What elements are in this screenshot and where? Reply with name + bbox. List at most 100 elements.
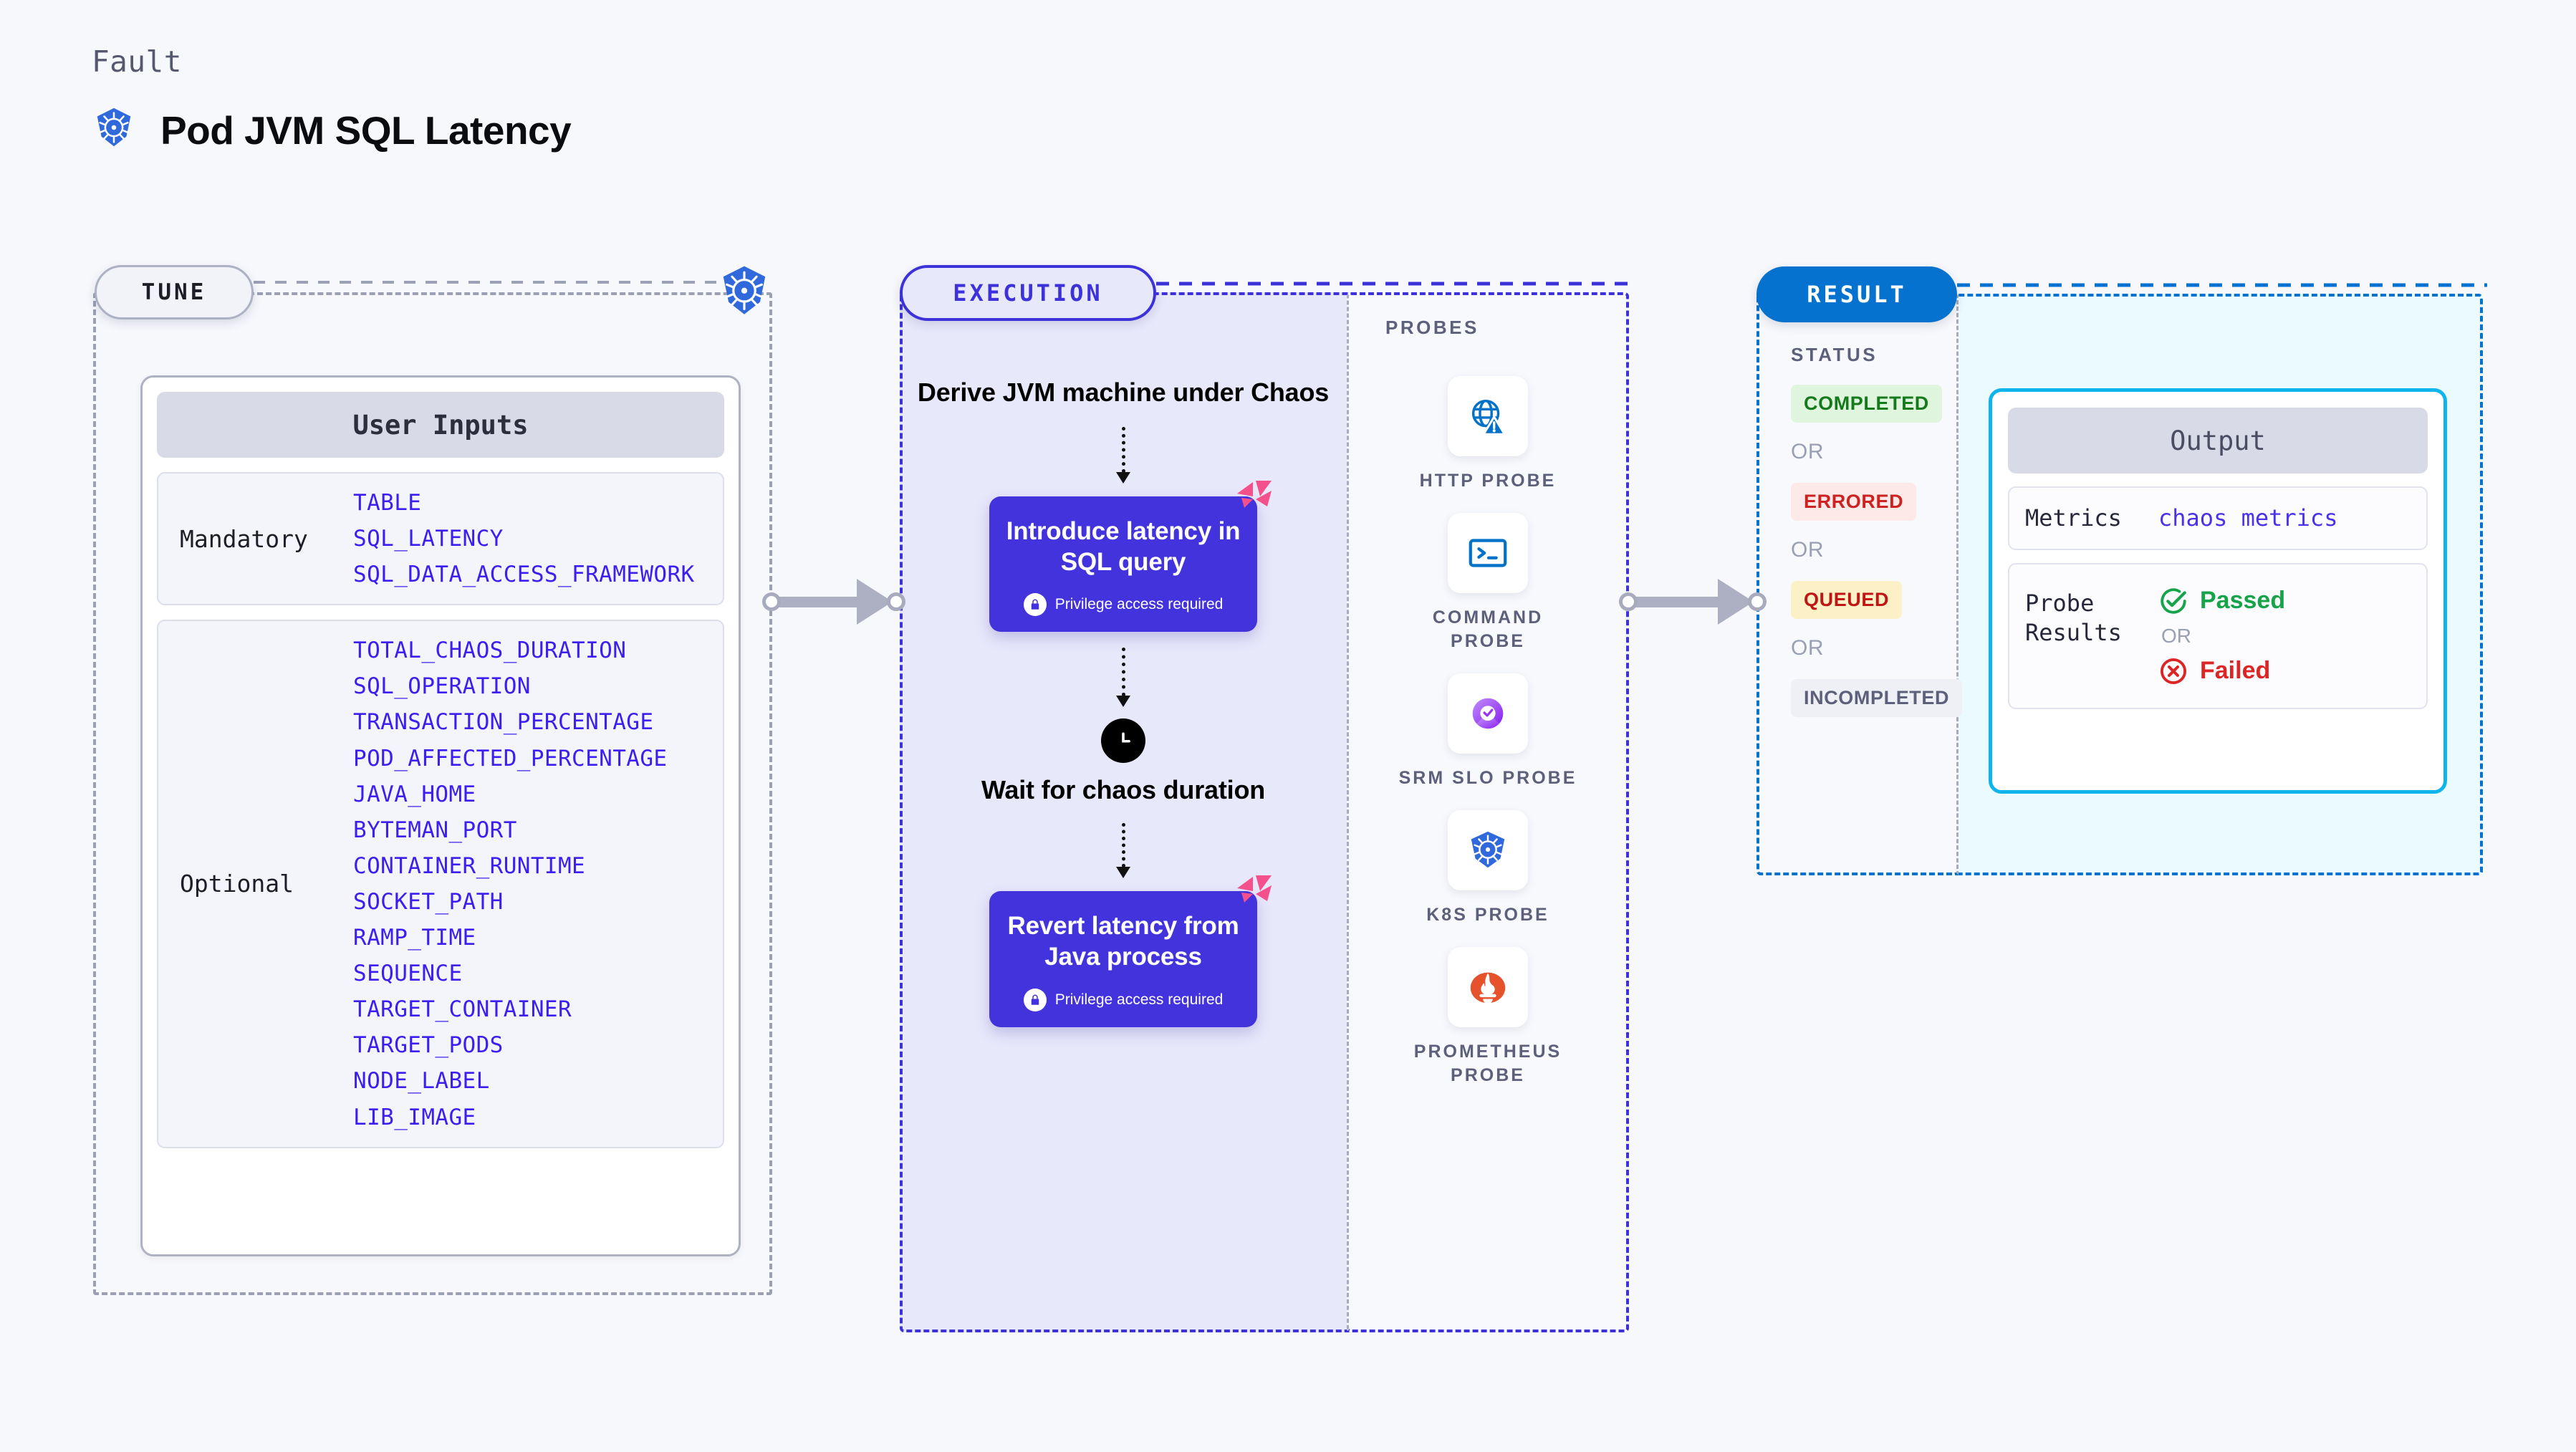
execution-chaos-card-revert[interactable]: Revert latency from Java process Privile… bbox=[989, 875, 1272, 1027]
probe-http[interactable]: HTTP PROBE bbox=[1420, 376, 1557, 493]
litmus-chaos-icon bbox=[1234, 478, 1274, 518]
param-item[interactable]: TARGET_CONTAINER bbox=[353, 996, 572, 1023]
connector-dot bbox=[762, 592, 781, 611]
user-inputs-title: User Inputs bbox=[157, 392, 724, 458]
param-list-mandatory: TABLE SQL_LATENCY SQL_DATA_ACCESS_FRAMEW… bbox=[353, 491, 695, 587]
connector-line bbox=[1635, 596, 1725, 607]
or-separator: OR bbox=[1791, 538, 1824, 562]
probe-prometheus[interactable]: PROMETHEUS PROBE bbox=[1398, 947, 1577, 1087]
param-group-mandatory: Mandatory TABLE SQL_LATENCY SQL_DATA_ACC… bbox=[157, 472, 724, 606]
probes-title: PROBES bbox=[1385, 317, 1479, 338]
param-item[interactable]: BYTEMAN_PORT bbox=[353, 817, 517, 843]
param-item[interactable]: NODE_LABEL bbox=[353, 1068, 490, 1095]
lock-icon bbox=[1023, 988, 1047, 1011]
param-item[interactable]: JAVA_HOME bbox=[353, 781, 476, 807]
status-badge-completed: COMPLETED bbox=[1791, 385, 1942, 423]
tune-section-container bbox=[93, 292, 772, 1295]
param-item[interactable]: TARGET_PODS bbox=[353, 1032, 504, 1059]
probes-list: PROBES HTTP PROBE COMMAND PR bbox=[1347, 292, 1629, 1332]
probe-label: SRM SLO PROBE bbox=[1398, 768, 1577, 788]
stage-badge-result[interactable]: RESULT bbox=[1756, 266, 1957, 322]
privilege-text: Privilege access required bbox=[1054, 596, 1224, 613]
execution-leader-line bbox=[1156, 282, 1632, 286]
stage-badge-execution[interactable]: EXECUTION bbox=[900, 265, 1156, 321]
param-group-label: Optional bbox=[180, 870, 294, 898]
status-title: STATUS bbox=[1791, 344, 1878, 365]
param-item[interactable]: SQL_DATA_ACCESS_FRAMEWORK bbox=[353, 562, 695, 588]
output-key: Probe Results bbox=[2025, 589, 2122, 646]
probe-results-values: Passed OR Failed bbox=[2158, 586, 2285, 686]
tune-leader-line bbox=[254, 281, 741, 284]
result-leader-line bbox=[1957, 283, 2487, 287]
privilege-badge: Privilege access required bbox=[1002, 593, 1244, 617]
probe-result-failed: Failed bbox=[2158, 656, 2285, 686]
param-group-optional: Optional TOTAL_CHAOS_DURATION SQL_OPERAT… bbox=[157, 620, 724, 1148]
output-row-metrics: Metrics chaos metrics bbox=[2008, 486, 2428, 550]
fault-kicker: Fault bbox=[92, 44, 182, 79]
execution-step-text: Derive JVM machine under Chaos bbox=[917, 378, 1330, 407]
connector-dot bbox=[1748, 592, 1767, 611]
litmus-chaos-icon bbox=[1234, 872, 1274, 913]
or-separator: OR bbox=[1791, 636, 1824, 660]
kubernetes-icon bbox=[1447, 810, 1528, 890]
connector-dot bbox=[887, 592, 905, 611]
output-title: Output bbox=[2008, 408, 2428, 473]
prometheus-icon bbox=[1448, 947, 1528, 1027]
probe-label: COMMAND PROBE bbox=[1432, 607, 1544, 651]
param-item[interactable]: POD_AFFECTED_PERCENTAGE bbox=[353, 745, 668, 771]
param-item[interactable]: TOTAL_CHAOS_DURATION bbox=[353, 638, 627, 664]
param-item[interactable]: RAMP_TIME bbox=[353, 925, 476, 951]
connector-arrowhead bbox=[857, 579, 893, 625]
probe-srm-slo[interactable]: SRM SLO PROBE bbox=[1399, 673, 1577, 790]
probe-failed-label: Failed bbox=[2200, 657, 2271, 685]
privilege-badge: Privilege access required bbox=[1002, 988, 1244, 1011]
connector-dot bbox=[1619, 592, 1638, 611]
param-item[interactable]: LIB_IMAGE bbox=[353, 1104, 476, 1130]
check-circle-icon bbox=[2158, 586, 2188, 616]
lock-icon bbox=[1023, 593, 1047, 617]
terminal-icon bbox=[1448, 513, 1528, 593]
probe-label: HTTP PROBE bbox=[1419, 471, 1557, 491]
status-badge-errored: ERRORED bbox=[1791, 483, 1917, 521]
status-badge-queued: QUEUED bbox=[1791, 581, 1903, 619]
param-item[interactable]: SQL_LATENCY bbox=[353, 526, 504, 552]
execution-chaos-card-introduce[interactable]: Introduce latency in SQL query Privilege… bbox=[989, 480, 1272, 633]
x-circle-icon bbox=[2158, 656, 2188, 686]
output-card: Output Metrics chaos metrics Probe Resul… bbox=[1989, 388, 2447, 794]
privilege-text: Privilege access required bbox=[1054, 991, 1224, 1008]
probe-label: PROMETHEUS PROBE bbox=[1413, 1042, 1562, 1085]
chaos-metrics-link[interactable]: chaos metrics bbox=[2158, 504, 2338, 532]
kubernetes-icon bbox=[92, 106, 136, 154]
probe-command[interactable]: COMMAND PROBE bbox=[1398, 513, 1577, 653]
flow-arrow-2 bbox=[1116, 648, 1130, 708]
flow-arrow-1 bbox=[1116, 426, 1130, 484]
or-separator: OR bbox=[1791, 440, 1824, 463]
param-item[interactable]: TRANSACTION_PERCENTAGE bbox=[353, 709, 654, 736]
param-item[interactable]: CONTAINER_RUNTIME bbox=[353, 852, 586, 879]
execution-step-text: Wait for chaos duration bbox=[981, 775, 1266, 805]
status-list: STATUS COMPLETED OR ERRORED OR QUEUED OR… bbox=[1756, 294, 1963, 875]
page-header: Fault Pod JVM SQL Latency bbox=[92, 44, 572, 154]
connector-line bbox=[778, 596, 864, 607]
clock-icon bbox=[1101, 718, 1145, 764]
param-item[interactable]: TABLE bbox=[353, 490, 422, 516]
stage-badge-tune[interactable]: TUNE bbox=[95, 265, 254, 319]
probe-label: K8S PROBE bbox=[1426, 905, 1549, 925]
probe-k8s[interactable]: K8S PROBE bbox=[1426, 810, 1549, 927]
probe-result-passed: Passed bbox=[2158, 586, 2285, 616]
output-key: Metrics bbox=[2025, 504, 2122, 532]
or-separator: OR bbox=[2161, 624, 2191, 647]
param-item[interactable]: SOCKET_PATH bbox=[353, 888, 504, 915]
param-item[interactable]: SQL_OPERATION bbox=[353, 673, 531, 700]
param-item[interactable]: SEQUENCE bbox=[353, 961, 463, 987]
param-list-optional: TOTAL_CHAOS_DURATION SQL_OPERATION TRANS… bbox=[353, 638, 667, 1129]
output-row-probe-results: Probe Results Passed OR bbox=[2008, 562, 2428, 709]
connector-arrowhead bbox=[1718, 579, 1754, 625]
chaos-card-title: Revert latency from Java process bbox=[1007, 912, 1239, 971]
flow-arrow-3 bbox=[1116, 823, 1130, 879]
kubernetes-icon bbox=[716, 264, 772, 323]
probe-passed-label: Passed bbox=[2200, 587, 2286, 615]
connector-tune-to-execution bbox=[762, 579, 905, 625]
globe-warning-icon bbox=[1447, 376, 1528, 456]
status-badge-incompleted: INCOMPLETED bbox=[1791, 679, 1963, 717]
